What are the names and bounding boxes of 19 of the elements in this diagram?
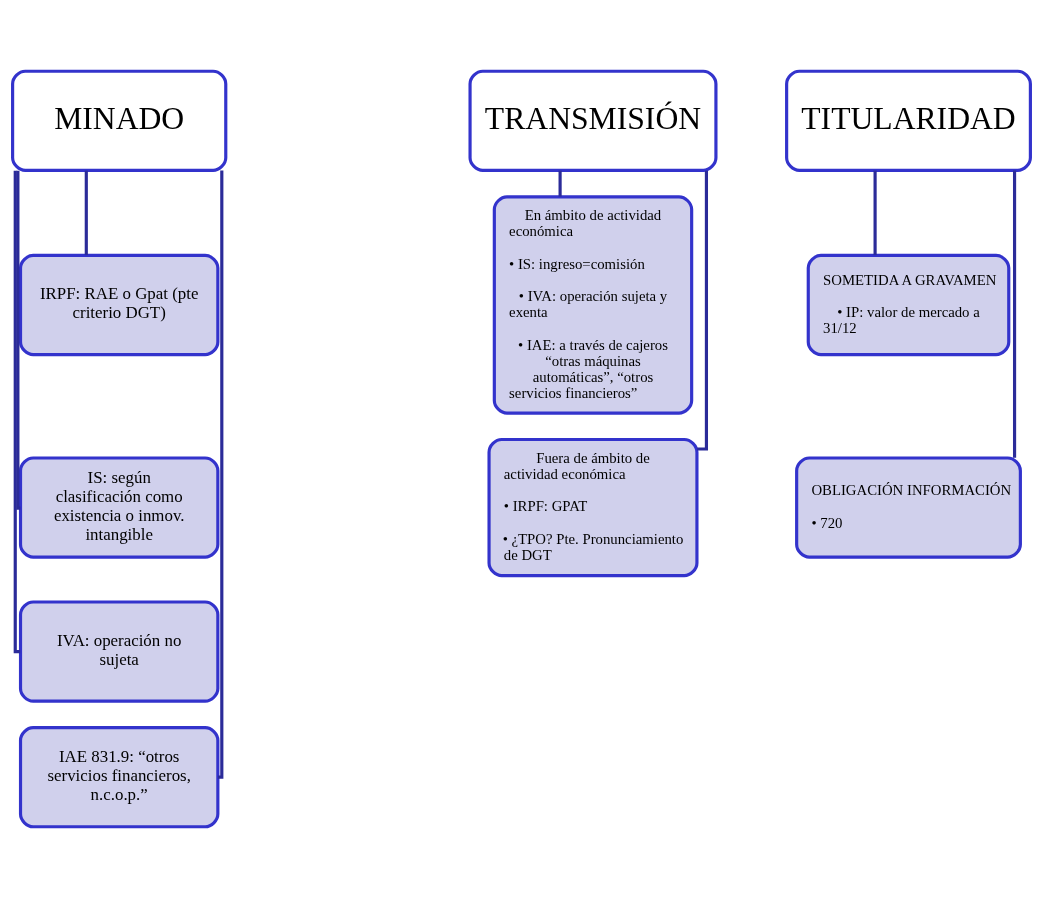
connector (873, 170, 877, 256)
connector (84, 170, 88, 256)
connector (558, 170, 562, 197)
node-box: TITULARIDAD (785, 69, 1032, 172)
node-box: IAE 831.9: “otros servicios financieros, n.c.o.p.” (18, 726, 220, 829)
connector (16, 170, 21, 510)
node-box: IRPF: RAE o Gpat (pte criterio DGT) (18, 253, 220, 357)
connector (217, 170, 224, 779)
node-box: IS: según clasificación como existencia o inmov. intangible (18, 456, 220, 559)
node-box: Fuera de ámbito de actividad económica • IRPF: GPAT • ¿TPO? Pte. Pronunciamiento de DGT (487, 437, 699, 578)
node-box: OBLIGACIÓN INFORMACIÓN • 720 (795, 456, 1022, 559)
node-box: MINADO (11, 69, 228, 172)
node-box: SOMETIDA A GRAVAMEN • IP: valor de mercado a 31/12 (806, 253, 1011, 357)
node-box: IVA: operación no sujeta (18, 600, 220, 703)
node-box: En ámbito de actividad económica • IS: ingreso=comisión • IVA: operación sujeta y exenta • IAE: a través de cajeros “otras máquinas automáticas”, “otros servicios financieros” (492, 195, 694, 415)
node-box: TRANSMISIÓN (468, 69, 718, 172)
connector (13, 170, 21, 654)
connector (1012, 170, 1017, 458)
connector (697, 170, 708, 451)
